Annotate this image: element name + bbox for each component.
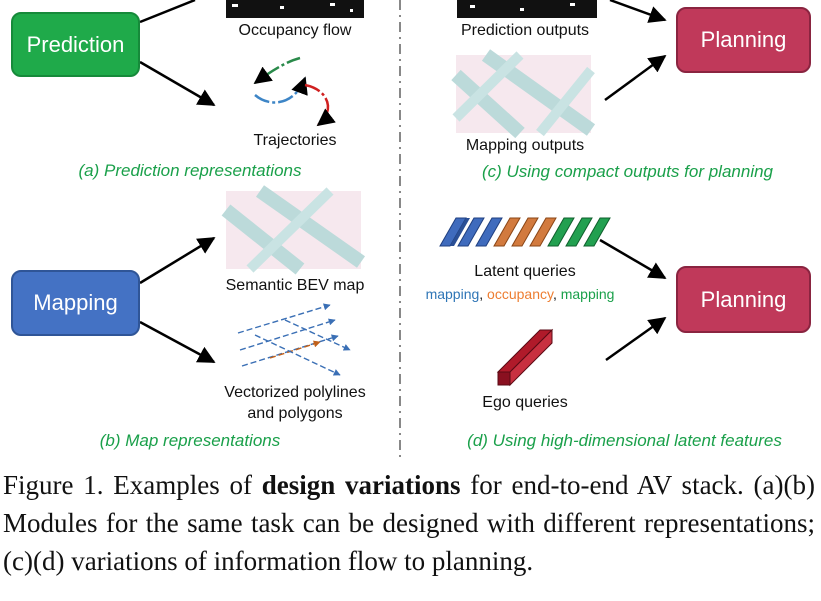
arrow-prediction-trajectories — [139, 60, 216, 107]
query-type-sep-2: , — [552, 286, 561, 302]
caption-rest: for end-to-end AV stack. (a)(b) Modules … — [3, 470, 815, 576]
arrow-mapping-vectorized — [139, 320, 216, 364]
latent-query-occupancy — [493, 217, 557, 247]
query-type-mapping-a: mapping — [425, 286, 480, 302]
label-prediction-outputs: Prediction outputs — [460, 22, 590, 39]
occupancy-flow-image — [226, 0, 364, 18]
prediction-module: Prediction — [11, 12, 140, 77]
subcaption-c: (c) Using compact outputs for planning — [481, 162, 774, 181]
arrow-latent-planning — [599, 238, 667, 280]
arrow-mapping-bev — [139, 236, 216, 285]
label-vectorized-1: Vectorized polylines — [224, 384, 366, 401]
ego-query-image — [496, 328, 554, 387]
prediction-outputs-image — [457, 0, 597, 18]
planning-module-bottom: Planning — [676, 266, 811, 333]
query-type-occupancy: occupancy — [487, 286, 553, 302]
vectorized-polylines-image — [237, 303, 351, 376]
label-mapping-outputs: Mapping outputs — [465, 137, 585, 154]
figure-caption: Figure 1. Examples of design variations … — [3, 466, 815, 580]
latent-query-mapping-a — [439, 217, 503, 247]
query-type-mapping-b: mapping — [560, 286, 615, 302]
label-occupancy-flow: Occupancy flow — [238, 22, 352, 39]
semantic-bev-image — [221, 185, 366, 275]
arrow-ego-planning — [605, 316, 667, 362]
label-trajectories: Trajectories — [253, 132, 337, 149]
arrow-prediction-outputs-planning — [609, 0, 667, 23]
label-vectorized-2: and polygons — [247, 405, 343, 422]
label-semantic-bev: Semantic BEV map — [225, 277, 365, 294]
subcaption-d: (d) Using high-dimensional latent featur… — [467, 431, 782, 450]
mapping-outputs-image — [451, 49, 596, 139]
planning-module-top: Planning — [676, 7, 811, 73]
caption-prefix: Figure 1. Examples of — [3, 470, 262, 500]
latent-queries-image — [439, 217, 611, 247]
trajectories-image — [253, 56, 336, 127]
arrow-prediction-occupancy — [139, 0, 196, 24]
subcaption-a: (a) Prediction representations — [78, 161, 302, 180]
subcaption-b: (b) Map representations — [99, 431, 281, 450]
query-type-sep-1: , — [479, 286, 488, 302]
label-ego-queries: Ego queries — [482, 394, 568, 411]
label-latent-queries: Latent queries — [474, 263, 576, 280]
query-type-legend: mapping, occupancy, mapping — [405, 286, 635, 304]
mapping-module: Mapping — [11, 270, 140, 336]
latent-query-mapping-b — [547, 217, 611, 247]
caption-bold: design variations — [261, 470, 461, 500]
arrow-mapping-outputs-planning — [604, 54, 667, 102]
